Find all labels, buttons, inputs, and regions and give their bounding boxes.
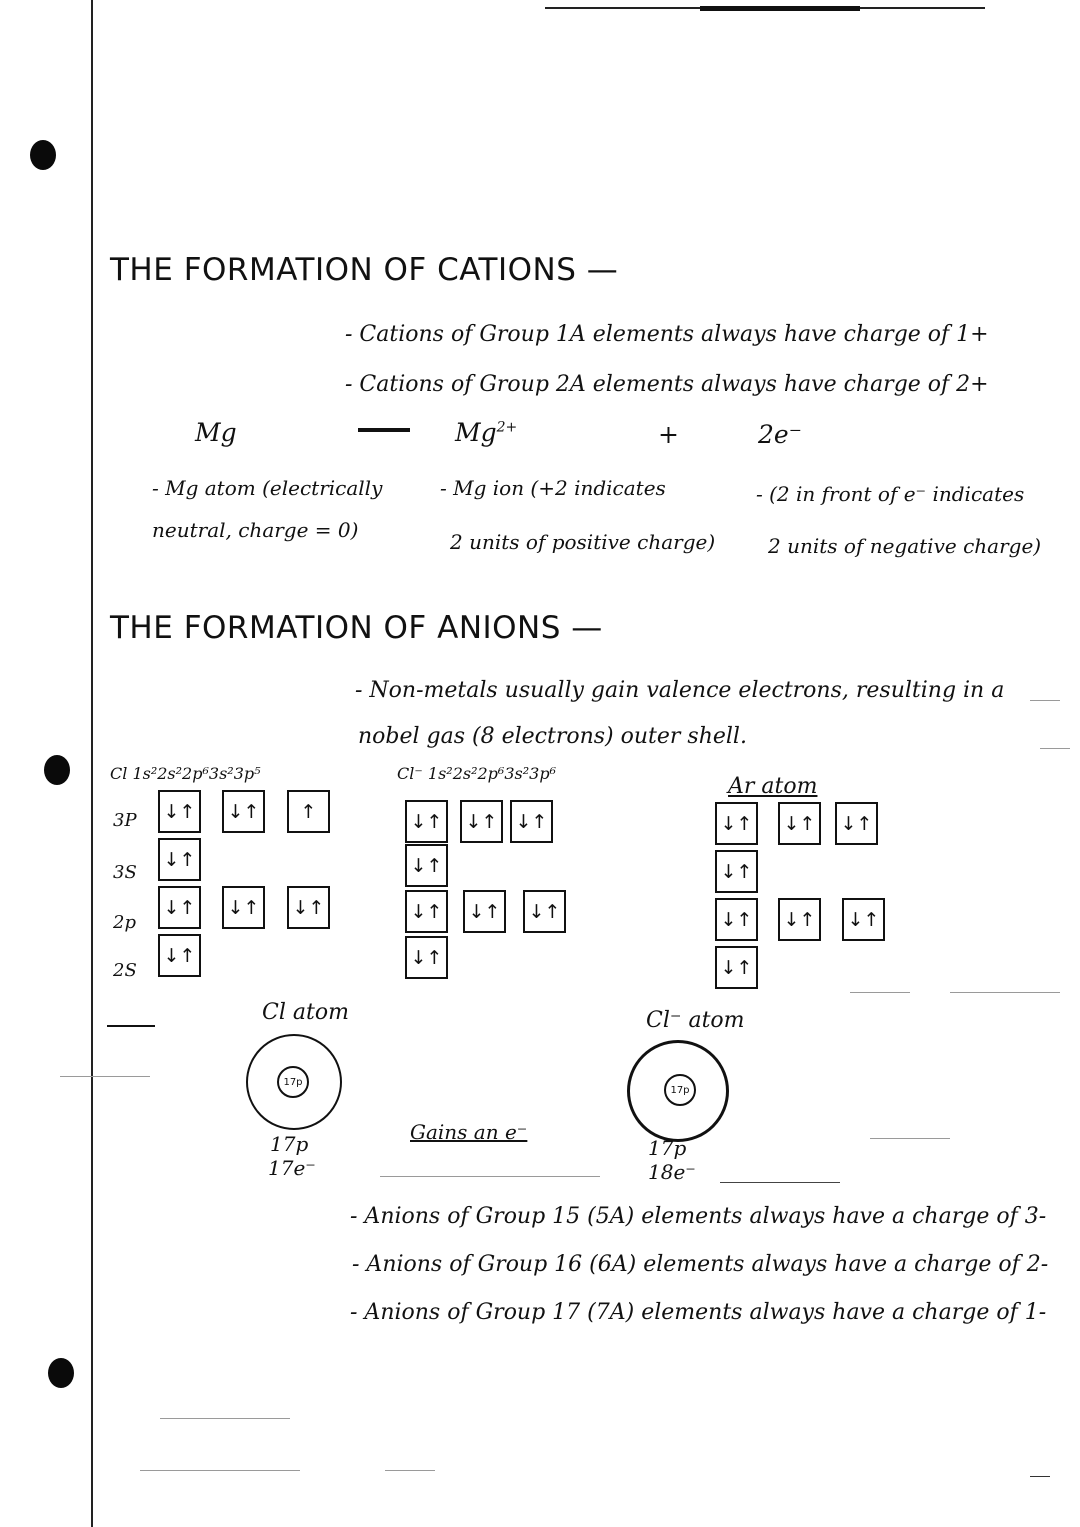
- scan-mark: [720, 1182, 840, 1183]
- ar-3p-orbital-1: ↓↑: [715, 802, 758, 845]
- cl-ion-3s-orbital: ↓↑: [405, 844, 448, 887]
- mg-atom-note-line1: - Mg atom (electrically: [152, 476, 383, 500]
- ar-3p-orbital-2: ↓↑: [778, 802, 821, 845]
- level-label-2s: 2S: [113, 960, 137, 981]
- cl-ion-3p-orbital-2: ↓↑: [460, 800, 503, 843]
- scan-mark: [160, 1418, 290, 1419]
- anion-rule-6a: - Anions of Group 16 (6A) elements alway…: [352, 1252, 1049, 1277]
- scan-mark: [1040, 748, 1070, 749]
- margin-line: [91, 0, 93, 1527]
- scan-mark: [1030, 700, 1060, 701]
- anions-heading: THE FORMATION OF ANIONS —: [110, 610, 603, 646]
- level-label-3p: 3P: [113, 810, 137, 831]
- ar-2s-orbital: ↓↑: [715, 946, 758, 989]
- cl-3s-orbital: ↓↑: [158, 838, 201, 881]
- cl-ion-protons: 17p: [648, 1136, 687, 1160]
- ar-3p-orbital-3: ↓↑: [835, 802, 878, 845]
- scan-mark: [870, 1138, 950, 1139]
- mg-ion-symbol: Mg2+: [455, 418, 517, 447]
- ar-2p-orbital-2: ↓↑: [778, 898, 821, 941]
- level-label-3s: 3S: [113, 862, 137, 883]
- reaction-arrow-icon: [358, 428, 410, 432]
- cl-2p-orbital-1: ↓↑: [158, 886, 201, 929]
- cl-ion-atom-label: Cl⁻ atom: [646, 1008, 745, 1033]
- cl-2s-orbital: ↓↑: [158, 934, 201, 977]
- section-divider: [107, 1025, 155, 1027]
- scan-mark: [1030, 1476, 1050, 1477]
- anion-rule-7a: - Anions of Group 17 (7A) elements alway…: [350, 1300, 1047, 1325]
- scan-mark: [385, 1470, 435, 1471]
- cl-2p-orbital-2: ↓↑: [222, 886, 265, 929]
- cl-atom-electrons: 17e⁻: [268, 1156, 316, 1180]
- top-rule-bold: [700, 6, 860, 11]
- cl-nucleus-text: 17p: [283, 1076, 303, 1088]
- cation-rule-1a: - Cations of Group 1A elements always ha…: [345, 322, 989, 347]
- cl-ion-shell-icon: [627, 1040, 729, 1142]
- cl-ion-2p-orbital-2: ↓↑: [463, 890, 506, 933]
- cl-atom-protons: 17p: [270, 1132, 309, 1156]
- cl-ion-nucleus-icon: 17p: [664, 1074, 696, 1106]
- cl-atom-shell-icon: [246, 1034, 342, 1130]
- cl-3p-orbital-1: ↓↑: [158, 790, 201, 833]
- ar-atom-label: Ar atom: [728, 774, 818, 799]
- level-label-2p: 2p: [113, 912, 136, 933]
- cl-ion-nucleus-text: 17p: [670, 1084, 690, 1096]
- anion-intro-line2: nobel gas (8 electrons) outer shell.: [358, 724, 747, 749]
- cl-ion-electron-config: Cl⁻ 1s²2s²2p⁶3s²3p⁶: [397, 764, 556, 783]
- electron-note-line2: 2 units of negative charge): [768, 534, 1042, 558]
- ar-2p-orbital-1: ↓↑: [715, 898, 758, 941]
- cl-2p-orbital-3: ↓↑: [287, 886, 330, 929]
- cl-3p-orbital-2: ↓↑: [222, 790, 265, 833]
- cl-ion-2p-orbital-1: ↓↑: [405, 890, 448, 933]
- mg-atom-note-line2: neutral, charge = 0): [152, 518, 359, 542]
- cl-3p-orbital-3: ↑: [287, 790, 330, 833]
- cations-heading: THE FORMATION OF CATIONS —: [110, 252, 619, 288]
- cl-nucleus-icon: 17p: [277, 1066, 309, 1098]
- binder-hole-icon: [30, 140, 56, 170]
- mg-ion-base: Mg: [455, 418, 497, 447]
- cl-electron-config: Cl 1s²2s²2p⁶3s²3p⁵: [110, 764, 261, 783]
- scan-mark: [60, 1076, 150, 1077]
- cl-ion-3p-orbital-1: ↓↑: [405, 800, 448, 843]
- mg-ion-note-line1: - Mg ion (+2 indicates: [440, 476, 666, 500]
- mg-ion-charge: 2+: [496, 419, 518, 436]
- plus-sign: +: [658, 420, 679, 449]
- mg-atom-symbol: Mg: [195, 418, 237, 447]
- cl-atom-label: Cl atom: [262, 1000, 349, 1025]
- scan-mark: [380, 1176, 600, 1177]
- ar-2p-orbital-3: ↓↑: [842, 898, 885, 941]
- binder-hole-icon: [44, 755, 70, 785]
- binder-hole-icon: [48, 1358, 74, 1388]
- cl-ion-2p-orbital-3: ↓↑: [523, 890, 566, 933]
- electrons-term: 2e⁻: [758, 420, 802, 449]
- cl-ion-3p-orbital-3: ↓↑: [510, 800, 553, 843]
- anion-rule-5a: - Anions of Group 15 (5A) elements alway…: [350, 1204, 1047, 1229]
- scan-mark: [140, 1470, 300, 1471]
- scan-mark: [850, 992, 910, 993]
- mg-ion-note-line2: 2 units of positive charge): [450, 530, 716, 554]
- cl-ion-2s-orbital: ↓↑: [405, 936, 448, 979]
- cation-rule-2a: - Cations of Group 2A elements always ha…: [345, 372, 989, 397]
- gains-electron-label: Gains an e⁻: [410, 1120, 528, 1144]
- ar-3s-orbital: ↓↑: [715, 850, 758, 893]
- electron-note-line1: - (2 in front of e⁻ indicates: [756, 482, 1025, 506]
- cl-ion-electrons: 18e⁻: [648, 1160, 696, 1184]
- scan-mark: [950, 992, 1060, 993]
- anion-intro-line1: - Non-metals usually gain valence electr…: [355, 678, 1005, 703]
